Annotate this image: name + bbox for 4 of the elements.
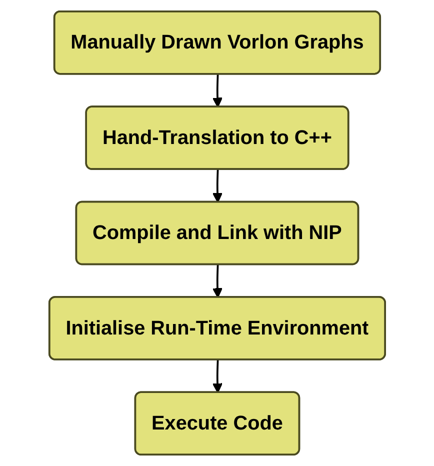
- arrow: [212, 360, 222, 394]
- arrow: [212, 170, 222, 203]
- arrow: [212, 264, 222, 298]
- arrow: [212, 74, 222, 108]
